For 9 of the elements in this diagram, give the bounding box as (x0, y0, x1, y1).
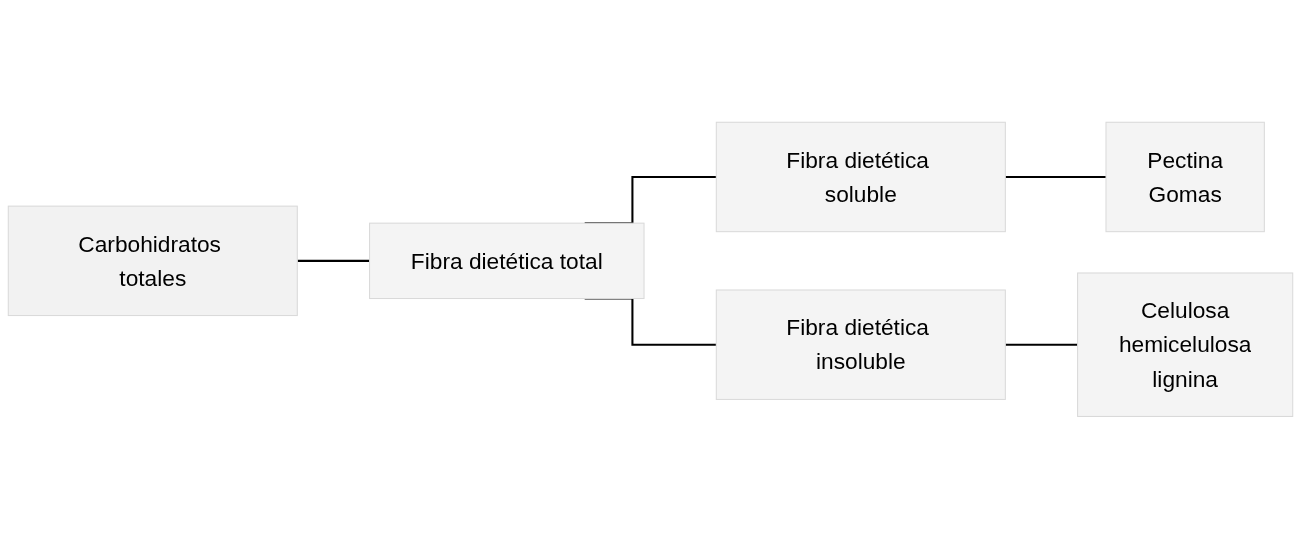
node-box: Fibra dietética soluble (715, 121, 1006, 233)
node-box: Celulosa hemicelulosa lignina (1077, 272, 1294, 418)
connector (1005, 343, 1078, 346)
node-box: Carbohidratos totales (7, 205, 298, 317)
node-box: Fibra dietética total (369, 222, 645, 300)
node-box: Pectina Gomas (1105, 121, 1265, 233)
node-box: Fibra dietética insoluble (715, 289, 1006, 401)
connector (1005, 176, 1106, 179)
connector (297, 259, 370, 262)
